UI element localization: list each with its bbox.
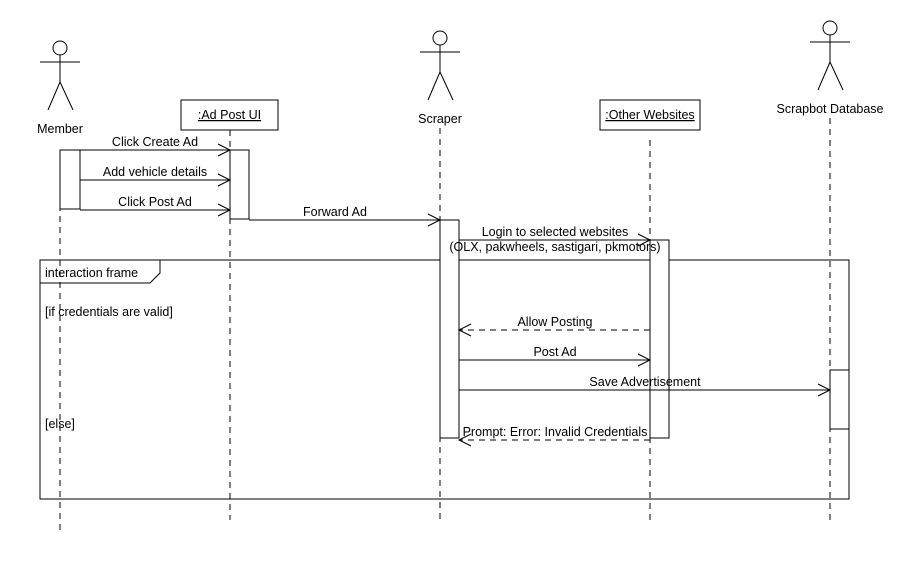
message-save-advertisement-label: Save Advertisement [589, 375, 701, 389]
message-click-post-ad-label: Click Post Ad [118, 195, 192, 209]
message-allow-posting: Allow Posting [457, 315, 650, 337]
message-post-ad: Post Ad [459, 345, 652, 367]
scraper-activation-bar [439, 219, 460, 439]
guard-if-valid: [if credentials are valid] [45, 305, 173, 319]
ad-post-ui-label: :Ad Post UI [198, 108, 261, 122]
message-login-line1: Login to selected websites [482, 225, 629, 239]
other-websites-box: :Other Websites [599, 99, 701, 131]
ad-post-ui-box: :Ad Post UI [180, 99, 279, 131]
message-save-advertisement: Save Advertisement [459, 375, 832, 397]
member-label: Member [37, 122, 83, 136]
message-login-line2: (OLX, pakwheels, sastigari, pkmotors) [449, 240, 660, 254]
message-click-create-ad-label: Click Create Ad [112, 135, 198, 149]
scrapbot-database-activation-bar [829, 369, 850, 430]
scraper-label: Scraper [418, 112, 462, 126]
other-websites-label: :Other Websites [605, 108, 694, 122]
message-add-vehicle-details-label: Add vehicle details [103, 165, 207, 179]
message-prompt-error: Prompt: Error: Invalid Credentials [457, 425, 650, 447]
message-click-create-ad: Click Create Ad [80, 135, 232, 157]
message-login: Login to selected websites (OLX, pakwhee… [449, 225, 660, 254]
message-post-ad-label: Post Ad [533, 345, 576, 359]
message-add-vehicle-details: Add vehicle details [80, 165, 232, 187]
message-forward-ad: Forward Ad [249, 205, 442, 227]
scraper-actor-icon [420, 30, 460, 101]
interaction-frame-label: interaction frame [45, 266, 138, 280]
ad-post-ui-activation-bar [229, 149, 250, 220]
other-websites-activation-bar [649, 239, 670, 439]
member-actor-icon [40, 40, 80, 111]
member-activation-bar [59, 149, 81, 210]
guard-else: [else] [45, 417, 75, 431]
scrapbot-database-label: Scrapbot Database [776, 102, 883, 116]
message-allow-posting-label: Allow Posting [517, 315, 592, 329]
message-prompt-error-label: Prompt: Error: Invalid Credentials [463, 425, 648, 439]
message-click-post-ad: Click Post Ad [80, 195, 232, 217]
scrapbot-database-actor-icon [810, 20, 850, 91]
message-forward-ad-label: Forward Ad [303, 205, 367, 219]
